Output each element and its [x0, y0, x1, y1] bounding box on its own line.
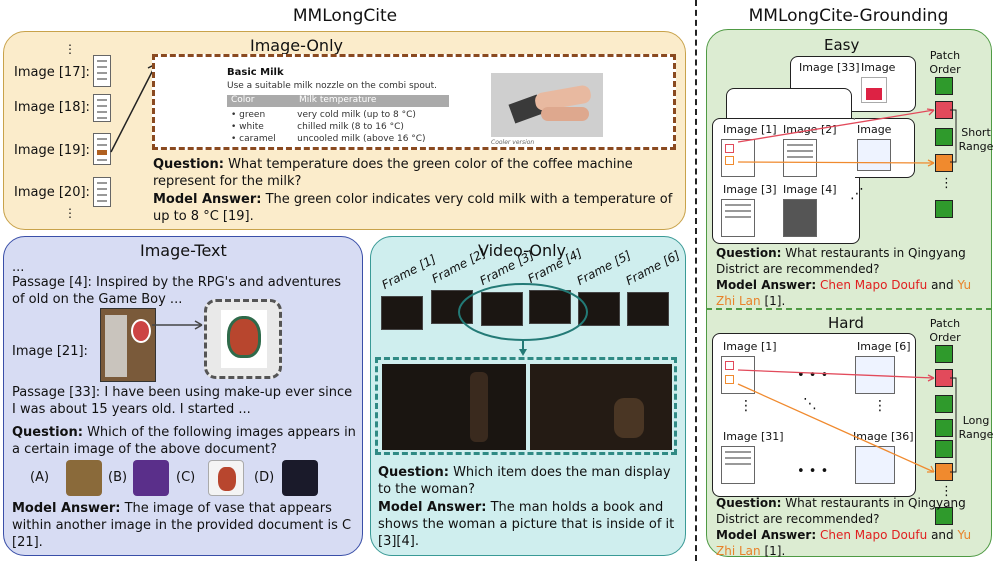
- easy-answer: Model Answer: Chen Mapo Doufu and Yu Zhi…: [716, 278, 972, 308]
- col-color: Color: [231, 95, 255, 105]
- image-21-thumb: [100, 308, 156, 382]
- option-d-image: [282, 460, 318, 496]
- easy-dots: ⋰: [850, 186, 864, 202]
- image-text-panel: [3, 236, 363, 556]
- hard-patch-1: [935, 345, 953, 363]
- video-only-title: Video-Only: [478, 241, 566, 260]
- hard-image-36-thumb: [855, 446, 895, 484]
- easy-card-right: Image [36]: [855, 118, 915, 178]
- left-header: MMLongCite: [292, 6, 398, 26]
- video-answer: Model Answer: The man holds a book and s…: [378, 500, 675, 549]
- hard-range: Long Range: [958, 414, 994, 441]
- frame-1: [381, 296, 423, 330]
- frame-2: [431, 290, 473, 324]
- video-question: Question: Which item does the man displa…: [378, 465, 671, 497]
- hard-patch-3: [935, 395, 953, 413]
- easy-title: Easy: [824, 36, 860, 54]
- page-thumb-20: [93, 177, 111, 207]
- zoomed-frame-3: [382, 364, 526, 450]
- image-20-label: Image [20]:: [14, 185, 90, 200]
- right-header: MMLongCite-Grounding: [748, 6, 949, 26]
- frame-6: [627, 292, 669, 326]
- option-a-image: [66, 460, 102, 496]
- hard-title: Hard: [828, 314, 864, 332]
- easy-patch-4: [935, 154, 953, 172]
- option-c-label: (C): [176, 470, 196, 485]
- image-18-label: Image [18]:: [14, 100, 90, 115]
- doc-table-header: Color Milk temperature: [227, 95, 449, 107]
- image-only-title: Image-Only: [250, 36, 343, 55]
- divider: [695, 0, 697, 561]
- zoomed-document: Basic Milk Use a suitable milk nozzle on…: [152, 54, 676, 150]
- image-21-label: Image [21]:: [12, 344, 88, 359]
- easy-image-3-thumb: [721, 199, 755, 237]
- photo-caption: Cooler version: [491, 139, 535, 146]
- image-text-question: Question: Which of the following images …: [12, 425, 356, 457]
- frame-4: [529, 290, 571, 324]
- easy-patch-5: [935, 200, 953, 218]
- image-only-question: Question: What temperature does the gree…: [153, 157, 633, 189]
- easy-image-2-thumb: [783, 139, 817, 177]
- col-temp: Milk temperature: [299, 95, 377, 105]
- page-thumb-19: [93, 133, 111, 165]
- easy-patch-order: Patch Order: [929, 49, 961, 76]
- hard-patch-4: [935, 419, 953, 437]
- easy-card-front: Image [1] Image [2] Image [3] Image [4]: [712, 118, 860, 244]
- ellipsis-bottom: ⋮: [64, 206, 76, 220]
- hard-image-1-thumb: [721, 356, 755, 394]
- zoomed-frames: [375, 357, 677, 455]
- option-a-label: (A): [30, 470, 50, 485]
- ellipsis-top: ⋮: [64, 42, 76, 56]
- page-thumb-17: [93, 55, 111, 87]
- hard-patch-7: [935, 507, 953, 525]
- hard-card: Image [1] Image [6] Image [31] Image [36…: [712, 333, 916, 497]
- hard-patch-order: Patch Order: [929, 317, 961, 344]
- passage-33: Passage [33]: I have been using make-up …: [12, 385, 353, 417]
- option-d-label: (D): [254, 470, 275, 485]
- frame-3: [481, 292, 523, 326]
- option-b-label: (B): [108, 470, 128, 485]
- image-text-ellipsis: ...: [12, 260, 25, 275]
- passage-4: Passage [4]: Inspired by the RPG's and a…: [12, 275, 342, 307]
- easy-range: Short Range: [958, 126, 994, 153]
- page-thumb-18: [93, 94, 111, 122]
- image-19-label: Image [19]:: [14, 143, 90, 158]
- coffee-machine-photo: [491, 73, 603, 137]
- hard-patch-ellipsis: ⋮: [940, 484, 953, 499]
- easy-patch-ellipsis: ⋮: [940, 176, 953, 191]
- easy-image-1-thumb: [721, 139, 755, 177]
- hard-image-31-thumb: [721, 446, 755, 484]
- image-text-answer: Model Answer: The image of vase that app…: [12, 501, 352, 550]
- zoomed-frame-4: [530, 364, 672, 450]
- option-b-image: [133, 460, 169, 496]
- vase-arrow: [152, 320, 203, 330]
- hard-answer: Model Answer: Chen Mapo Doufu and Yu Zhi…: [716, 528, 972, 558]
- easy-hard-divider: [706, 308, 992, 310]
- image-17-label: Image [17]:: [14, 65, 90, 80]
- vase-zoom: [204, 299, 282, 379]
- hard-question: Question: What restaurants in Qingyang D…: [716, 496, 966, 526]
- easy-patch-1: [935, 77, 953, 95]
- hard-patch-5: [935, 440, 953, 458]
- easy-patch-3: [935, 128, 953, 146]
- image-only-answer: Model Answer: The green color indicates …: [153, 192, 673, 224]
- doc-heading: Basic Milk: [227, 67, 284, 78]
- image-text-title: Image-Text: [140, 241, 227, 260]
- easy-arrows: [737, 108, 957, 167]
- option-c-image: [208, 460, 244, 496]
- doc-subheading: Use a suitable milk nozzle on the combi …: [227, 81, 437, 91]
- easy-image-4-thumb: [783, 199, 817, 237]
- easy-question: Question: What restaurants in Qingyang D…: [716, 246, 966, 276]
- frame-highlight: [458, 283, 588, 356]
- hard-arrows: [737, 369, 957, 473]
